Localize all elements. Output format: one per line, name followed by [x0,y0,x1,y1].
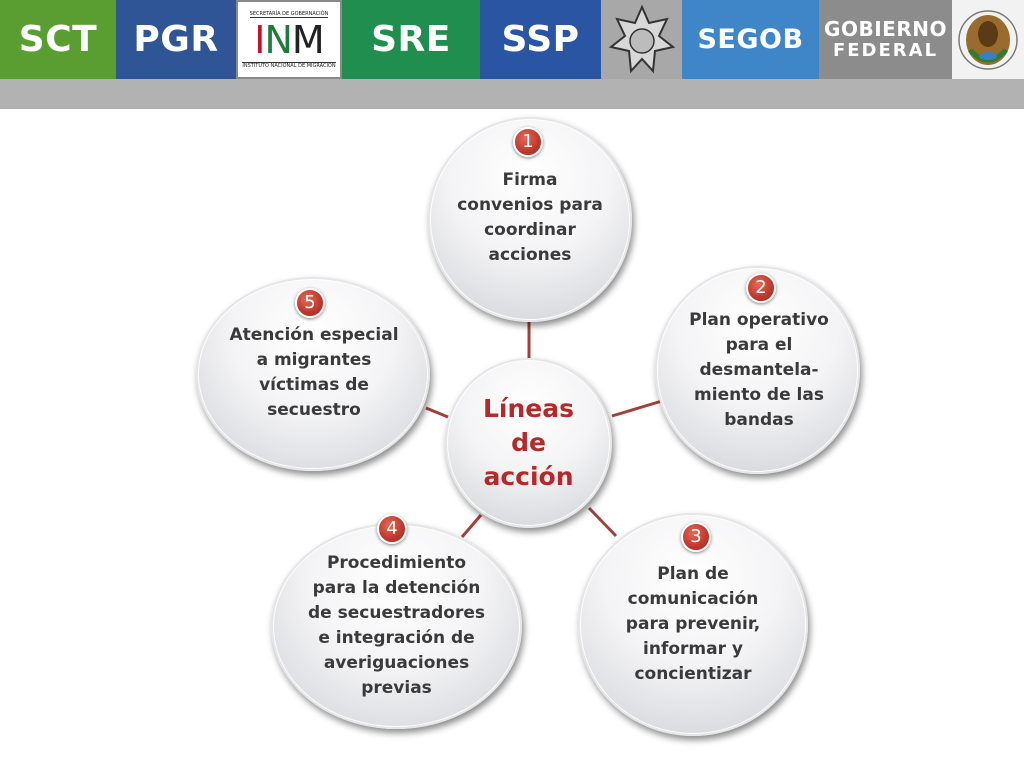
sre-logo: SRE [342,0,480,79]
connector-4 [460,514,483,538]
sct-logo-text: SCT [18,19,98,60]
item-line: concientizar [634,664,752,684]
number-badge-2: 2 [746,273,776,303]
inm-logo-top-text: SECRETARÍA DE GOBERNACIÓN [249,10,329,18]
item-line: para la detención [312,578,481,598]
gobierno-federal-logo: GOBIERNO FEDERAL [819,0,952,79]
item-line: de secuestradores [308,603,485,623]
number-badge-4: 4 [377,514,407,544]
item-line: Atención especial [229,325,399,345]
police-badge-logo [601,0,682,79]
item-line: miento de las [694,385,824,405]
federal-text: FEDERAL [832,39,939,61]
agency-logo-banner: SCT PGR SECRETARÍA DE GOBERNACIÓN INM IN… [0,0,1024,79]
action-node-1-text: Firma convenios para coordinar acciones [438,168,622,268]
item-line: Procedimiento [326,553,467,573]
inm-logo: SECRETARÍA DE GOBERNACIÓN INM INSTITUTO … [236,0,342,79]
item-line: previas [361,678,432,698]
segob-logo-text: SEGOB [697,24,804,55]
action-node-2-text: Plan operativo para el desmantela- mient… [664,308,854,433]
item-line: coordinar [484,220,576,240]
item-line: desmantela- [699,360,819,380]
item-line: para prevenir, [625,614,761,634]
center-node [445,358,612,528]
segob-logo: SEGOB [682,0,819,79]
item-line: averiguaciones [323,653,470,673]
banner-gray-bar [0,79,1024,109]
connector-3 [587,506,618,538]
inm-logo-text: INM [254,17,324,62]
connector-5 [425,406,449,419]
pgr-logo: PGR [116,0,236,79]
item-line: e integración de [318,628,475,648]
center-line: de [511,428,546,457]
item-line: Plan operativo [689,310,829,330]
sct-logo: SCT [0,0,116,79]
connector-2 [611,399,663,418]
item-line: secuestro [267,400,361,420]
number-badge-3: 3 [681,522,711,552]
action-node-4-text: Procedimiento para la detención de secue… [284,551,509,701]
number-badge-5: 5 [295,288,325,318]
action-node-3-text: Plan de comunicación para prevenir, info… [590,562,796,687]
item-line: Firma [502,170,558,190]
center-node-text: Líneas de acción [445,392,612,494]
action-node-4 [271,523,522,729]
item-line: víctimas de [259,375,369,395]
item-line: para el [725,335,793,355]
sre-logo-text: SRE [371,19,451,60]
mexico-coat-of-arms-logo [952,0,1024,79]
pgr-logo-text: PGR [133,19,219,60]
item-line: a migrantes [256,350,372,370]
number-badge-1: 1 [513,127,543,157]
item-line: comunicación [627,589,759,609]
item-line: convenios para [457,195,603,215]
coat-of-arms-icon [958,9,1018,70]
item-line: bandas [724,410,794,430]
center-line: Líneas [482,394,574,423]
gobierno-text: GOBIERNO [824,16,947,41]
center-line: acción [483,462,574,491]
item-line: informar y [643,639,743,659]
ssp-logo: SSP [480,0,601,79]
inm-logo-bottom-text: INSTITUTO NACIONAL DE MIGRACIÓN [242,61,336,69]
ssp-logo-text: SSP [501,19,580,60]
star-badge-icon [608,4,675,73]
item-line: Plan de [657,564,729,584]
action-node-5-text: Atención especial a migrantes víctimas d… [208,323,420,423]
item-line: acciones [488,245,572,265]
